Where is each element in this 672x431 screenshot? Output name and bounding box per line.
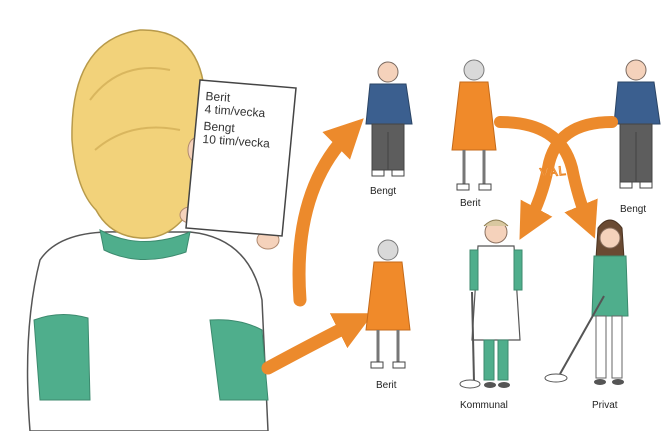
label-bengt-right: Bengt xyxy=(620,204,646,215)
label-berit-top: Berit xyxy=(460,198,481,209)
label-privat: Privat xyxy=(592,400,618,411)
bengt-center-figure xyxy=(366,62,412,176)
privat-caregiver-figure xyxy=(545,220,628,385)
berit-top-figure xyxy=(452,60,496,190)
nurse-hair xyxy=(72,30,205,238)
kommunal-caregiver-figure xyxy=(460,220,522,388)
arrow-to-bengt xyxy=(299,132,350,300)
label-val: VAL xyxy=(539,163,567,181)
arrow-to-berit xyxy=(268,322,356,368)
label-kommunal: Kommunal xyxy=(460,400,508,411)
paper-note: Berit 4 tim/vecka Bengt 10 tim/vecka xyxy=(202,90,292,152)
nurse-right-sleeve xyxy=(210,320,268,400)
berit-center-figure xyxy=(366,240,410,368)
nurse-left-sleeve xyxy=(34,314,90,400)
bengt-right-figure xyxy=(614,60,660,188)
label-bengt-center: Bengt xyxy=(370,186,396,197)
label-berit-center: Berit xyxy=(376,380,397,391)
